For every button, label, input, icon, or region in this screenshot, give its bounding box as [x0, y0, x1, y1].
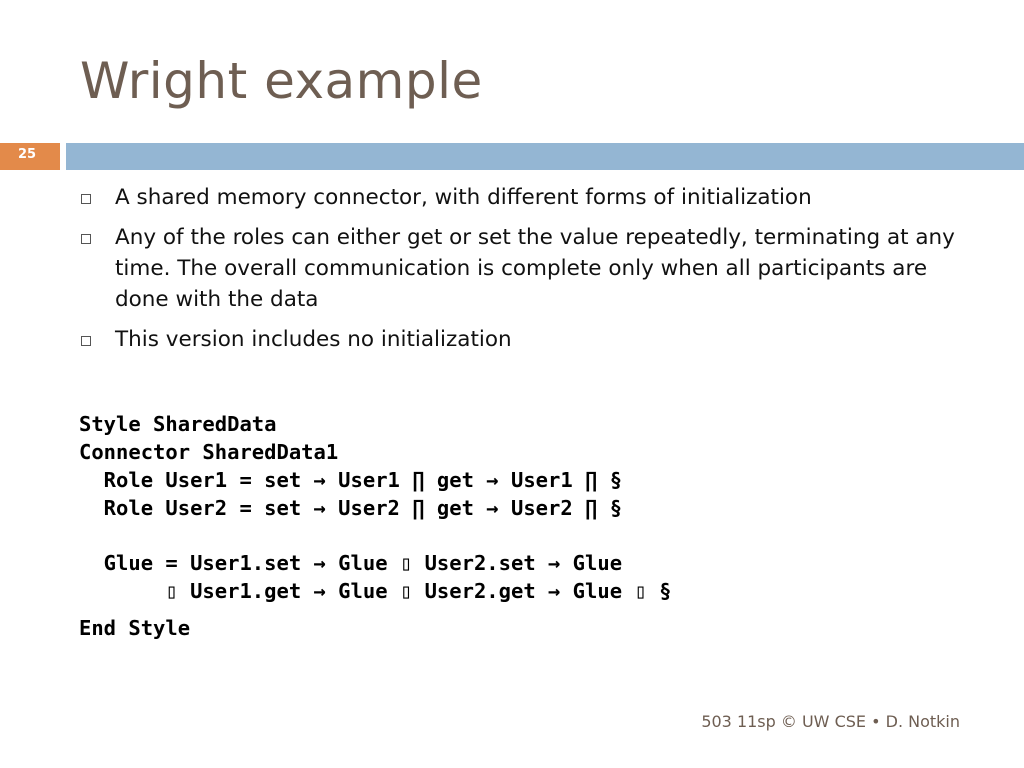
bullet-text: A shared memory connector, with differen… [115, 185, 812, 210]
code-line: Role User1 = set → User1 ∏ get → User1 ∏… [79, 468, 623, 492]
slide-number: 25 [18, 147, 37, 162]
square-bullet-icon [81, 234, 91, 244]
square-bullet-icon [81, 336, 91, 346]
bullet-text: Any of the roles can either get or set t… [115, 225, 955, 312]
code-line [79, 522, 671, 549]
bullet-text: This version includes no initialization [115, 327, 512, 352]
code-line: Connector SharedData1 [79, 440, 339, 464]
bullet-list: A shared memory connector, with differen… [79, 182, 979, 364]
code-block: Style SharedData Connector SharedData1 R… [79, 410, 671, 642]
slide-title: Wright example [80, 52, 483, 110]
square-bullet-icon [81, 194, 91, 204]
code-line: Glue = User1.set → Glue ▯ User2.set → Gl… [79, 551, 623, 575]
title-divider-band [66, 143, 1024, 170]
slide-footer: 503 11sp © UW CSE • D. Notkin [701, 712, 960, 731]
code-line: End Style [79, 616, 191, 640]
bullet-item: This version includes no initialization [79, 324, 979, 355]
code-line: ▯ User1.get → Glue ▯ User2.get → Glue ▯ … [79, 579, 672, 603]
code-line: Style SharedData [79, 412, 277, 436]
slide-number-band [0, 143, 60, 170]
bullet-item: Any of the roles can either get or set t… [79, 222, 979, 315]
bullet-item: A shared memory connector, with differen… [79, 182, 979, 213]
code-line: Role User2 = set → User2 ∏ get → User2 ∏… [79, 496, 623, 520]
